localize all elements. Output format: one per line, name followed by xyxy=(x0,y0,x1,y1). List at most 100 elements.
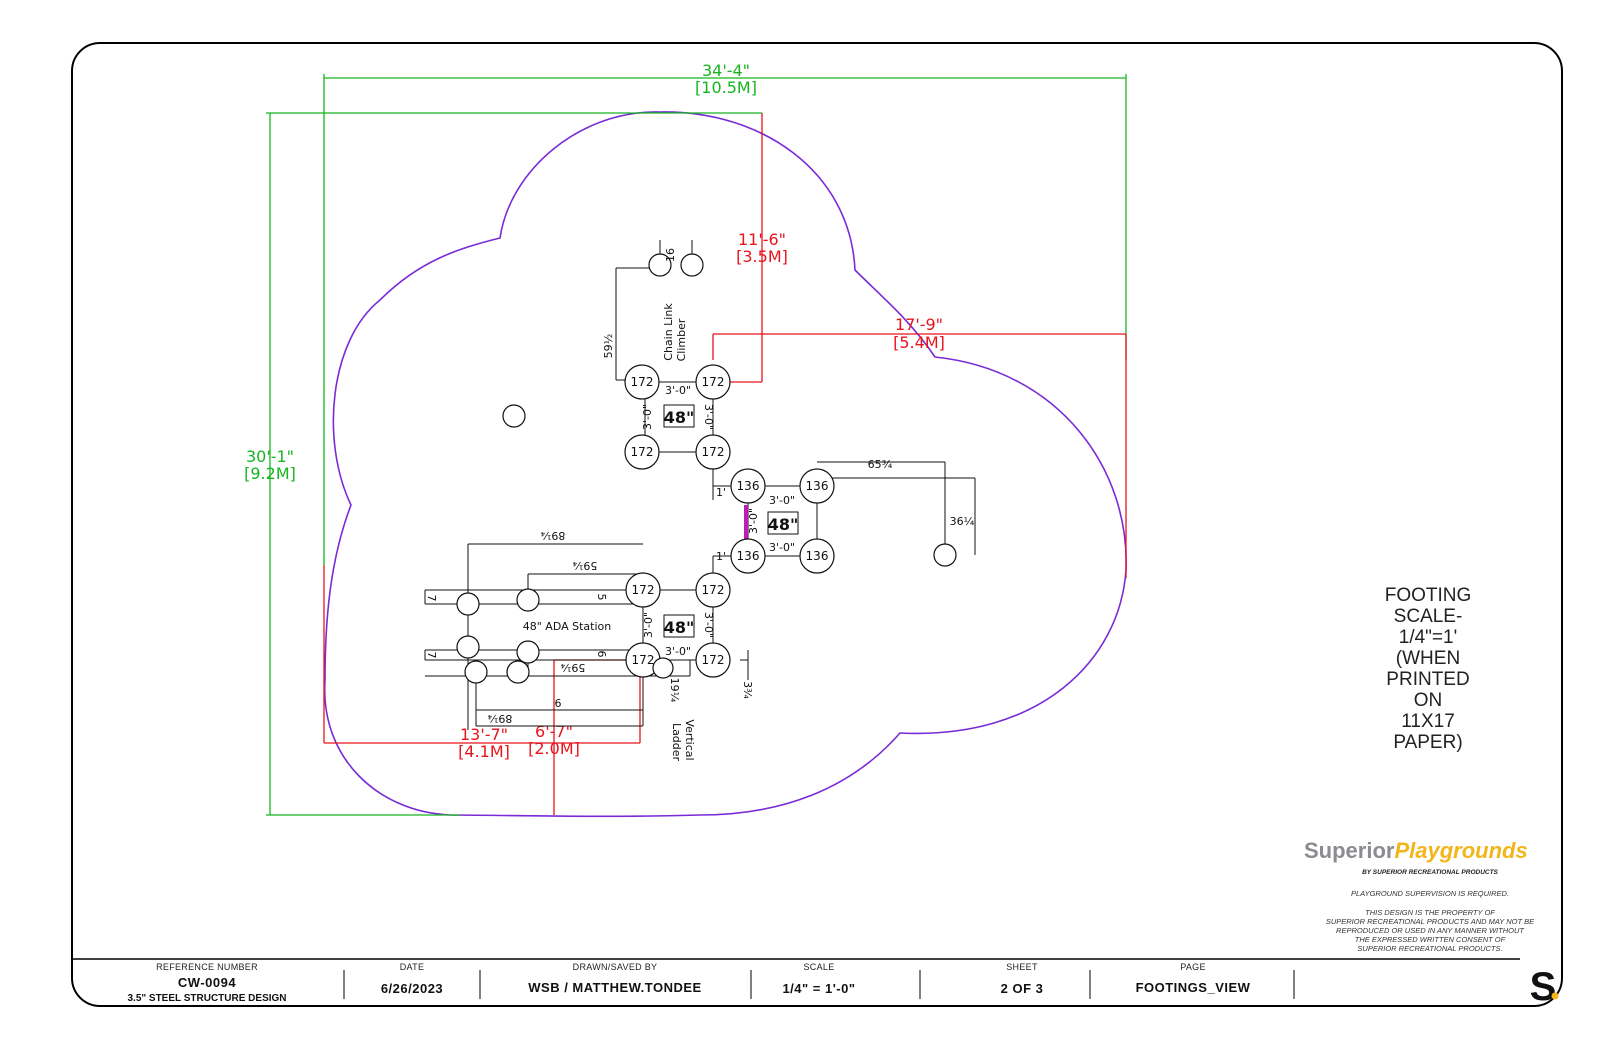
svg-text:FOOTING: FOOTING xyxy=(1385,585,1472,606)
post-label: 172 xyxy=(702,583,725,597)
spacing-label: 3'-0" xyxy=(702,612,715,638)
spacing-label: 3'-0" xyxy=(665,645,691,658)
sheet-value: 2 OF 3 xyxy=(1001,981,1044,996)
company-mark-dot xyxy=(1551,992,1559,1000)
post-172-h xyxy=(695,642,731,678)
ada-footing-6 xyxy=(506,660,530,684)
svg-text:THIS DESIGN IS THE PROPERTY OF: THIS DESIGN IS THE PROPERTY OF xyxy=(1365,908,1495,917)
top-offset-metric: [3.5M] xyxy=(736,247,788,266)
climber-footing-2 xyxy=(680,253,704,277)
sheet-label: SHEET xyxy=(1006,962,1038,972)
right-footing xyxy=(933,543,957,567)
top-offset-label: 11'-6" xyxy=(738,230,786,249)
post-136-a xyxy=(730,468,766,504)
climber-label: Climber xyxy=(675,318,688,361)
lone-footing xyxy=(502,404,526,428)
spacing-label: 16 xyxy=(664,248,677,262)
svg-text:SCALE-: SCALE- xyxy=(1394,606,1463,627)
post-172-c xyxy=(624,434,660,470)
svg-text:(WHEN: (WHEN xyxy=(1396,648,1460,669)
overall-width-dimension xyxy=(323,74,1127,565)
overall-depth-label: 30'-1" xyxy=(246,447,294,466)
spacing-label: 65¾ xyxy=(868,458,893,471)
spacing-label: 6 xyxy=(595,651,608,658)
post-172-e xyxy=(625,572,661,608)
post-136-b xyxy=(799,468,835,504)
page-value: FOOTINGS_VIEW xyxy=(1136,980,1251,995)
svg-text:THE EXPRESSED WRITTEN CONSENT: THE EXPRESSED WRITTEN CONSENT OF xyxy=(1355,935,1506,944)
spacing-label: 36¼ xyxy=(950,515,975,528)
drawn-by-value: WSB / MATTHEW.TONDEE xyxy=(528,980,701,995)
ada-footing-4 xyxy=(516,640,540,664)
brand-byline: BY SUPERIOR RECREATIONAL PRODUCTS xyxy=(1362,869,1498,876)
overall-width-label: 34'-4" xyxy=(702,61,750,80)
legal-notice: THIS DESIGN IS THE PROPERTY OF SUPERIOR … xyxy=(1326,908,1535,953)
post-label: 172 xyxy=(702,375,725,389)
bottom-left-metric: [4.1M] xyxy=(458,742,510,761)
brand-logo: SuperiorPlaygrounds BY SUPERIOR RECREATI… xyxy=(1304,838,1528,876)
bottom-mid-label: 6'-7" xyxy=(535,722,573,741)
spacing-label: 3'-0" xyxy=(702,404,715,430)
spacing-label: 3'-0" xyxy=(769,494,795,507)
post-136-c xyxy=(730,538,766,574)
svg-text:1/4"=1': 1/4"=1' xyxy=(1399,627,1457,648)
spacing-label: 89¼ xyxy=(487,712,512,725)
svg-text:SuperiorPlaygrounds: SuperiorPlaygrounds xyxy=(1304,838,1528,863)
bottom-mid-metric: [2.0M] xyxy=(528,739,580,758)
sheet-border xyxy=(71,42,1563,1007)
post-label: 172 xyxy=(631,445,654,459)
post-172-a xyxy=(624,364,660,400)
post-label: 172 xyxy=(702,653,725,667)
svg-text:SUPERIOR RECREATIONAL PRODUCTS: SUPERIOR RECREATIONAL PRODUCTS AND MAY N… xyxy=(1326,917,1535,926)
post-label: 172 xyxy=(632,653,655,667)
company-mark-icon: S xyxy=(1530,965,1557,1009)
spacing-label: 1' xyxy=(716,550,726,563)
ada-footing-1 xyxy=(456,592,480,616)
post-172-b xyxy=(695,364,731,400)
title-block: REFERENCE NUMBER CW-0094 3.5" STEEL STRU… xyxy=(72,958,1559,1009)
overall-depth-dimension xyxy=(266,112,762,816)
spacing-label: 19¼ xyxy=(668,678,681,703)
spacing-label: 3'-0" xyxy=(665,384,691,397)
spacing-label: 3'-0" xyxy=(641,404,654,430)
spacing-label: 89¼ xyxy=(540,529,565,542)
date-value: 6/26/2023 xyxy=(381,981,443,996)
spacing-label: 3'-0" xyxy=(642,612,655,638)
svg-text:REPRODUCED OR USED IN ANY MANN: REPRODUCED OR USED IN ANY MANNER WITHOUT xyxy=(1336,926,1525,935)
spacing-label: 9 xyxy=(555,696,562,709)
right-offset-label: 17'-9" xyxy=(895,315,943,334)
footing-posts xyxy=(456,253,957,684)
ada-footing-5 xyxy=(464,660,488,684)
post-label: 136 xyxy=(806,479,829,493)
post-label: 172 xyxy=(632,583,655,597)
chain-link-label: Chain Link xyxy=(662,303,675,361)
spacing-label: 3¾ xyxy=(741,681,754,699)
post-136-d xyxy=(799,538,835,574)
reference-description: 3.5" STEEL STRUCTURE DESIGN xyxy=(127,993,286,1004)
drawn-by-label: DRAWN/SAVED BY xyxy=(573,962,658,972)
spacing-label: 3'-0" xyxy=(769,541,795,554)
red-dimension-lines xyxy=(323,113,1127,815)
svg-text:PAPER): PAPER) xyxy=(1393,732,1462,753)
post-label: 136 xyxy=(737,479,760,493)
post-172-d xyxy=(695,434,731,470)
spacing-label: 3'-0" xyxy=(747,508,760,534)
spacing-label: 59½ xyxy=(602,334,615,359)
overall-width-metric: [10.5M] xyxy=(695,78,757,97)
footing-scale-note: FOOTING SCALE- 1/4"=1' (WHEN PRINTED ON … xyxy=(1385,585,1472,753)
vertical-label: Vertical xyxy=(683,719,696,760)
spacing-label: 1' xyxy=(716,486,726,499)
ada-footing-3 xyxy=(456,635,480,659)
surface-boundary xyxy=(324,111,1127,818)
spacing-label: 59¼ xyxy=(572,559,597,572)
supervision-note: PLAYGROUND SUPERVISION IS REQUIRED. xyxy=(1351,889,1509,898)
deck-label-middle: 48" xyxy=(768,515,799,534)
spacing-label: 7 xyxy=(425,652,438,659)
spacing-label: 5 xyxy=(595,594,608,601)
right-offset-metric: [5.4M] xyxy=(893,333,945,352)
post-label: 136 xyxy=(806,549,829,563)
post-label: 136 xyxy=(737,549,760,563)
brand-name-part2: Playgrounds xyxy=(1394,838,1527,863)
spacing-label: 59¼ xyxy=(560,661,585,674)
svg-text:PRINTED: PRINTED xyxy=(1386,669,1469,690)
